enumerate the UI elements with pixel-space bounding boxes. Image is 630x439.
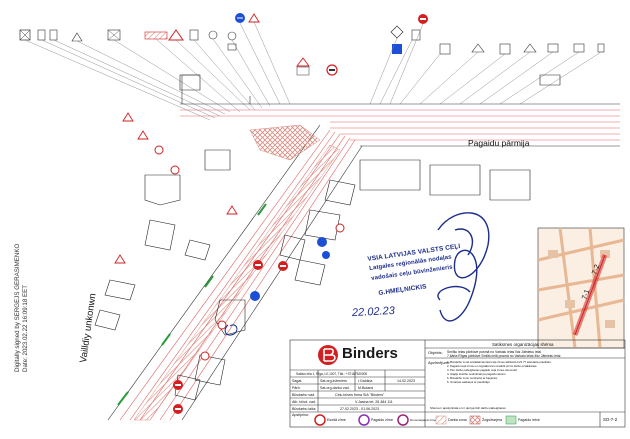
row-label-1: Pārb.	[292, 385, 301, 390]
buildings-left	[94, 149, 246, 401]
barrier-sign-icon	[144, 31, 168, 40]
sign-icon-r10	[200, 351, 210, 361]
row-value-0: Sat.org.inženiers	[320, 378, 347, 383]
legend-label-3: Darba zona	[448, 418, 467, 422]
row-name-1: M.Butans	[358, 385, 374, 390]
row-value-3: V.Jasiņa tel. 26 484 111	[355, 399, 393, 404]
sign-icon-3	[49, 29, 58, 41]
footer-text: Shēma ir apstiprināta un ir derīga līdz …	[430, 406, 506, 410]
sign-icon-r4	[170, 165, 180, 175]
object-text: Smilšu ielas pārbūve posmā no Varkaļu ie…	[447, 349, 542, 354]
stamp-date: 22.02.23	[351, 304, 396, 320]
digital-signature-line2: Date: 2023.02.22 16:09:18 EET	[22, 284, 29, 372]
binders-logo-icon	[318, 345, 338, 365]
sign-icon-r12	[173, 404, 183, 414]
sign-icon-r9	[217, 320, 227, 330]
location-inset-map: 7-1 7-2	[537, 227, 625, 349]
sign-icon-r1	[122, 112, 134, 122]
road-signs	[114, 112, 345, 414]
note-2: 3. Pēc darbu pabeigšanas pagaidu ceļa zī…	[447, 368, 518, 372]
no-entry-sign-icon	[418, 14, 428, 24]
legend-symbols	[314, 414, 517, 426]
svg-text:7-2: 7-2	[591, 264, 601, 276]
row-label-4: Būvdarbu laiks	[292, 406, 316, 411]
sign-icon-r3	[154, 145, 164, 155]
svg-text:7-1: 7-1	[581, 289, 591, 301]
company-name: Binders	[342, 345, 398, 362]
legend-label-1: Pagaidu zīme	[371, 418, 393, 422]
row-name-0: I.Galdiņa	[358, 378, 373, 383]
row-value-2: Ceļu būves firma SIA "Binders"	[335, 392, 385, 397]
sign-icon-r15	[226, 205, 238, 215]
row-label-0: Sagat.	[292, 378, 303, 383]
main-road-horizontal	[180, 109, 620, 141]
sign-icon-r6	[253, 260, 263, 270]
sign-icon-18	[439, 43, 451, 55]
object-text-2: 7.kārta Rīgas pārbūve Smilšu ielā posmā …	[447, 353, 561, 358]
row-label-3: Atb. būvd. vad.	[292, 399, 316, 404]
sign-icon-r14	[322, 251, 330, 259]
pedestrian-path	[117, 203, 267, 406]
note-3: 4. Gājēju kustību nodrošināt pa pagaidu …	[447, 372, 507, 376]
roadworks-sign-pair	[296, 57, 338, 76]
company-address: Saldus iela 1, Rīga, LV-1007, Tālr.: +37…	[296, 371, 368, 376]
sign-icon-r13	[317, 237, 327, 247]
digital-signature-line1: Digitally signed by SERGEJS GERASIMENKO	[14, 243, 21, 372]
row-date-0: 14.02.2023	[397, 378, 415, 383]
scheme-title: Satiksmes organizācijas shēma	[492, 342, 554, 347]
sign-icon-17	[411, 29, 421, 41]
title-block-frame	[289, 339, 626, 428]
sign-icon-r11	[173, 380, 183, 390]
legend-label-2: Demontējamā zīme	[410, 418, 437, 422]
note-4: 5. Būvdarbu zonu norobežot ar barjerām.	[447, 376, 498, 380]
sign-icon-r8	[250, 291, 260, 301]
note-1: 2. Pagaidu ceļa zīmes un signālierīces u…	[447, 364, 538, 368]
legend-label-5: Pagaidu ietve	[518, 418, 540, 422]
blue-signature	[437, 212, 490, 322]
sign-icon-r16	[335, 223, 345, 233]
sign-icon-r7	[278, 261, 288, 271]
sign-leader-lines	[24, 21, 602, 121]
sign-icon-r2	[137, 130, 149, 140]
buildings-right	[179, 74, 561, 286]
row-value-4: 27.02.2023 - 01.06.2023	[340, 406, 380, 411]
sign-icon-r5	[114, 254, 126, 264]
blue-direction-sign-icon	[235, 13, 245, 23]
note-5: 6. Izmaiņas saskaņot ar pasūtītāju.	[447, 380, 491, 384]
sign-icon-2	[37, 29, 46, 41]
approved-label: Apstiprinu:	[292, 413, 309, 417]
street-label: Pagaidu pārmija	[468, 138, 530, 148]
blue-square-sign-icon	[392, 44, 402, 54]
notes-label: Apzīmējumi:	[428, 360, 451, 365]
blue-pen-mark	[224, 324, 238, 336]
row-value-1: Sat.org.darbu vad.	[320, 385, 350, 390]
sheet-code: SO-7-2	[603, 417, 618, 422]
legend-label-4: Žogs/barjera	[482, 418, 503, 422]
object-label: Objekts:	[428, 350, 443, 355]
note-0: 1. Būvdarbu zonā uzstādāmas tikai ceļa z…	[447, 360, 552, 364]
row-label-2: Būvdarbu vad.	[292, 392, 316, 397]
legend-label-0: Esošā zīme	[327, 418, 346, 422]
work-zone	[133, 124, 341, 421]
